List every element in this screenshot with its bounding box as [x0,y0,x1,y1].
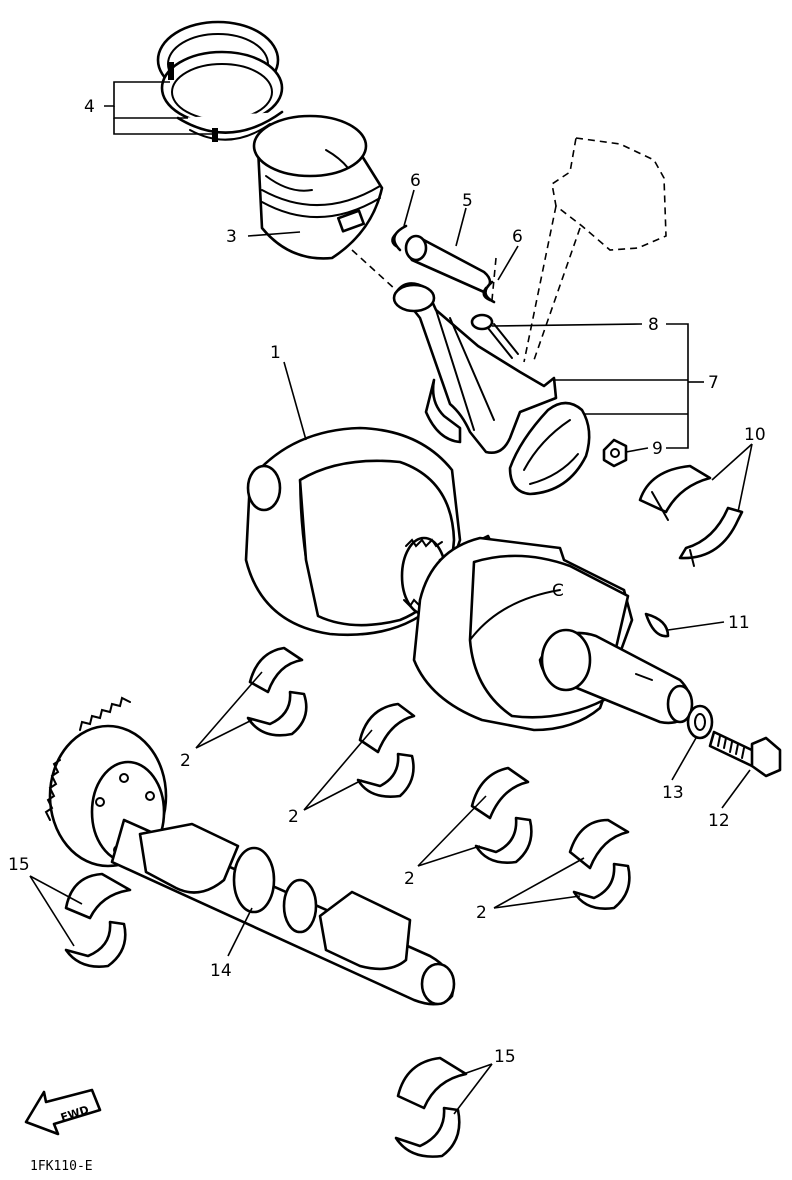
label-1: 1 [270,343,281,363]
connecting-rod [392,282,591,496]
label-15b: 15 [494,1047,516,1067]
main-bearing-shells-set-1 [246,646,308,737]
svg-text:C: C [552,581,564,601]
label-7: 7 [708,373,719,393]
piston-pin-and-clips [391,224,496,304]
washer [686,704,714,740]
piston-rings [156,20,284,142]
label-2d: 2 [476,903,487,923]
label-15a: 15 [8,855,30,875]
label-10: 10 [744,425,766,445]
balancer-bearing-left [64,872,132,968]
woodruff-key [644,612,670,638]
label-13: 13 [662,783,684,803]
drawing-code: 1FK110-E [30,1159,93,1174]
label-14: 14 [210,961,232,981]
crankshaft: C [244,426,694,732]
label-6a: 6 [410,171,421,191]
main-bearing-shells-set-3 [470,766,533,864]
label-5: 5 [462,191,473,211]
label-2a: 2 [180,751,191,771]
main-bearing-shells-set-4 [568,818,631,910]
label-12: 12 [708,811,730,831]
label-8: 8 [648,315,659,335]
label-3: 3 [226,227,237,247]
fwd-arrow-icon: FWD [24,1088,102,1136]
label-11: 11 [728,613,750,633]
label-2b: 2 [288,807,299,827]
balancer-bearing-bottom [394,1056,468,1158]
bolt [708,730,782,778]
label-2c: 2 [404,869,415,889]
conrod-bearing [638,464,744,567]
part-labels: 1 2 2 2 2 3 4 5 6 6 7 8 9 10 11 12 13 14… [8,97,766,1067]
balancer-shaft [44,696,456,1006]
label-6b: 6 [512,227,523,247]
piston [252,114,397,291]
leader-lines [29,81,753,1115]
label-9: 9 [652,439,663,459]
main-bearing-shells-set-2 [356,702,416,798]
phantom-outline [491,137,667,363]
label-4: 4 [84,97,95,117]
conrod-nut [602,438,628,468]
